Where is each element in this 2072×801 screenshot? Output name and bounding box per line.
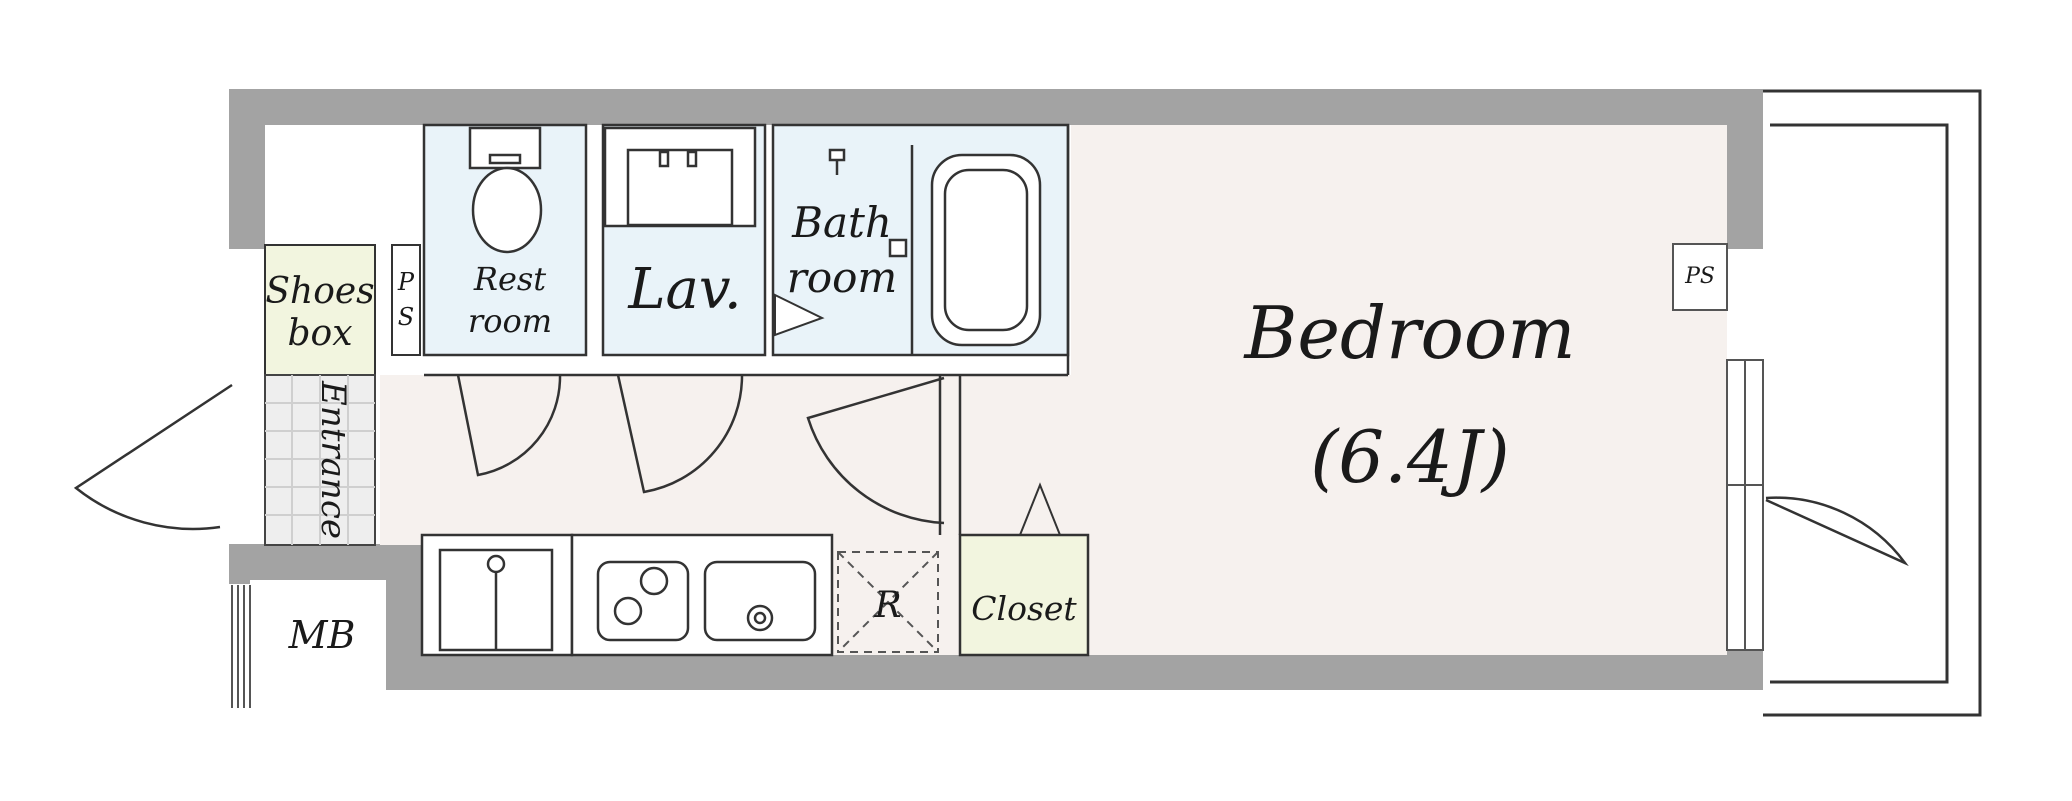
- meter-box-label: MB: [288, 613, 356, 657]
- hall-floor: [380, 375, 1080, 545]
- pipe-space-right-label: PS: [1684, 264, 1715, 289]
- closet-label: Closet: [971, 589, 1077, 628]
- closet-area: [958, 533, 1090, 657]
- pipe-space-right-box: [1672, 243, 1728, 311]
- balcony: [1763, 89, 1982, 717]
- meter-box-area: [250, 580, 386, 710]
- shoes-box-label-line1: Shoes: [265, 271, 374, 312]
- meter-box-doors: [231, 585, 251, 708]
- right-wall-windows: [1726, 359, 1764, 651]
- shoes-box-area: [264, 244, 376, 376]
- refrigerator-label: R: [873, 585, 901, 626]
- bedroom-size: (6.4J): [1310, 415, 1510, 499]
- pipe-space-left-label-line1: P: [397, 268, 415, 296]
- restroom-label-line1: Rest: [473, 260, 546, 298]
- entrance-tiles: [264, 374, 376, 546]
- bedroom-name: Bedroom: [1243, 291, 1576, 375]
- shower-faucet-icon: [828, 148, 908, 258]
- restroom-label-line2: room: [468, 302, 552, 340]
- entrance-label: Entrance: [313, 380, 353, 539]
- kitchen-counter: [420, 533, 834, 657]
- doors: [73, 374, 1909, 567]
- lavatory-label: Lav.: [627, 257, 741, 322]
- refrigerator-space: [837, 551, 939, 653]
- bathtub-icon: [930, 153, 1042, 347]
- bathroom-label-line1: Bath: [791, 198, 892, 247]
- toilet-icon: [468, 126, 543, 254]
- pipe-space-left-box: [391, 244, 421, 356]
- pipe-space-left-label-line2: S: [398, 303, 414, 331]
- bathroom-label-line2: room: [787, 253, 897, 302]
- closet-door-arrow: [1019, 482, 1061, 536]
- shoes-box-label-line2: box: [287, 313, 352, 354]
- interior-partitions: [424, 125, 1070, 535]
- lavatory-sink-icon: [603, 126, 757, 228]
- bathroom-door-icon: [774, 293, 825, 337]
